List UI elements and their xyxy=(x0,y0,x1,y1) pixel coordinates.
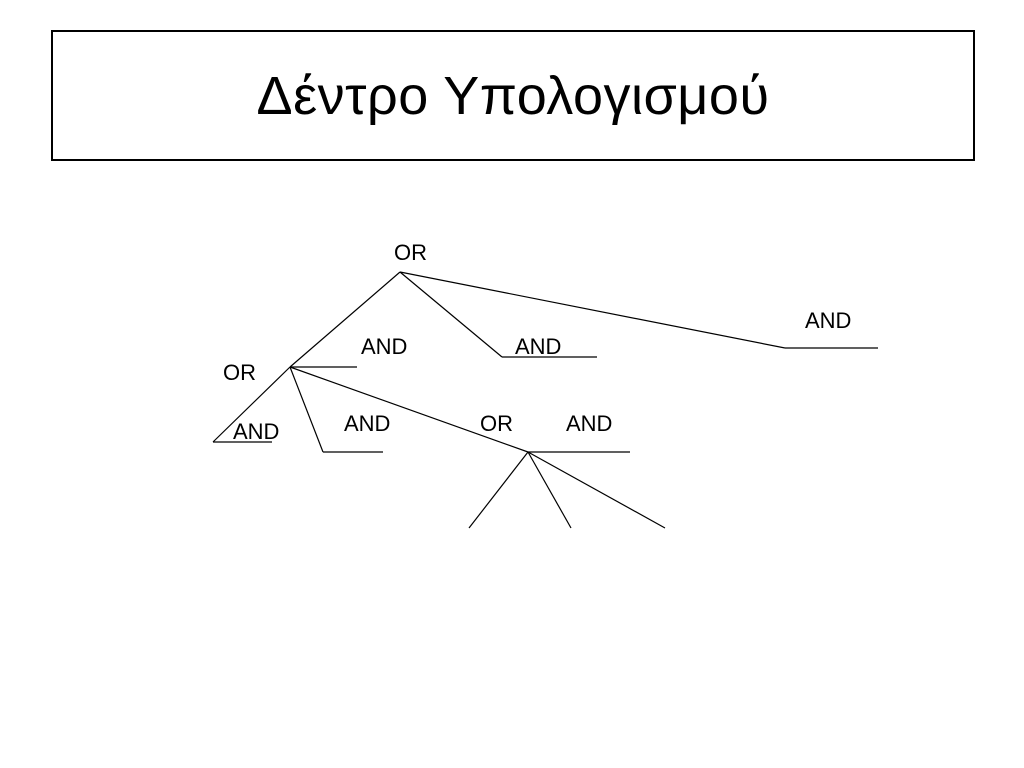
edge-left-or-to-sub-or xyxy=(289,366,529,453)
node-label-upper-and: AND xyxy=(361,334,407,359)
edge-sub-or-branch-2 xyxy=(527,451,572,529)
edge-left-or-to-lower-left-and xyxy=(212,366,291,443)
edge-root-to-left-or xyxy=(289,271,401,368)
node-label-middle-and: AND xyxy=(515,334,561,359)
slide-title-box: Δέντρο Υπολογισμού xyxy=(51,30,975,161)
node-label-left-or: OR xyxy=(223,360,256,385)
node-label-lower-middle-and: AND xyxy=(344,411,390,436)
edge-left-or-to-lower-middle-and xyxy=(289,366,324,453)
edge-root-to-middle-and xyxy=(399,271,503,358)
edge-root-to-right-and xyxy=(399,271,786,349)
node-label-sub-and: AND xyxy=(566,411,612,436)
edge-sub-or-branch-3 xyxy=(527,451,666,529)
edge-sub-or-branch-1 xyxy=(468,451,529,529)
slide-title: Δέντρο Υπολογισμού xyxy=(256,65,770,126)
node-label-root-or: OR xyxy=(394,240,427,265)
node-label-sub-or: OR xyxy=(480,411,513,436)
node-label-lower-left-and: AND xyxy=(233,419,279,444)
node-label-right-and: AND xyxy=(805,308,851,333)
